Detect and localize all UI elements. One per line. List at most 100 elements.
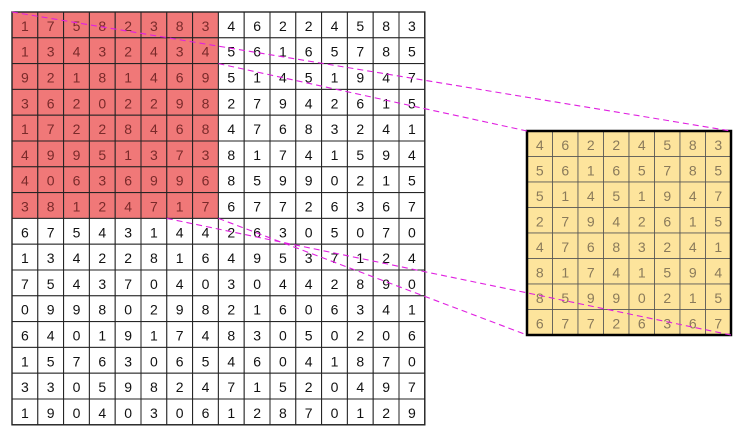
- grid-cell: 0: [63, 321, 90, 348]
- grid-cell: 6: [114, 166, 142, 194]
- pooled-cell-box: [603, 156, 630, 183]
- grid-cell-box: [114, 321, 142, 348]
- grid-cell-value: 4: [227, 353, 235, 369]
- grid-cell-value: 5: [305, 328, 313, 344]
- grid-cell: 8: [140, 243, 168, 271]
- grid-cell-value: 6: [47, 95, 55, 111]
- grid-cell: 2: [88, 243, 116, 271]
- grid-cell: 6: [269, 295, 297, 323]
- grid-cell-box: [166, 269, 194, 297]
- grid-cell: 9: [114, 321, 142, 348]
- grid-cell-box: [11, 372, 39, 400]
- grid-cell: 0: [295, 217, 323, 245]
- grid-cell-value: 2: [305, 379, 313, 395]
- grid-cell-value: 8: [176, 18, 184, 34]
- grid-cell-value: 3: [253, 328, 261, 344]
- pooled-cell: 7: [552, 309, 579, 336]
- grid-cell-value: 3: [331, 121, 339, 137]
- pooled-cell-value: 5: [612, 188, 620, 204]
- grid-cell-box: [11, 398, 39, 426]
- grid-cell: 4: [140, 63, 168, 90]
- grid-cell: 6: [243, 11, 271, 39]
- pooled-cell-value: 2: [638, 213, 646, 229]
- grid-cell-value: 1: [150, 224, 158, 240]
- grid-cell: 5: [217, 37, 245, 65]
- grid-cell-value: 5: [227, 44, 235, 60]
- pooled-cell-value: 8: [612, 239, 620, 255]
- grid-cell: 1: [217, 398, 245, 426]
- pooled-cell-value: 6: [587, 239, 595, 255]
- grid-cell: 4: [269, 63, 297, 90]
- grid-cell-value: 8: [279, 405, 287, 421]
- grid-cell-box: [269, 217, 297, 245]
- grid-cell: 2: [346, 114, 374, 142]
- grid-cell-box: [346, 192, 374, 219]
- grid-cell: 0: [398, 346, 426, 374]
- grid-cell: 9: [37, 398, 65, 426]
- grid-cell-value: 4: [176, 276, 184, 292]
- grid-cell: 1: [243, 295, 271, 323]
- grid-cell: 8: [114, 114, 142, 142]
- grid-cell-value: 7: [253, 199, 261, 215]
- grid-cell-value: 6: [253, 224, 261, 240]
- grid-cell-value: 1: [253, 147, 261, 163]
- grid-cell: 4: [398, 140, 426, 168]
- grid-cell-value: 1: [382, 95, 390, 111]
- grid-cell-value: 1: [176, 250, 184, 266]
- grid-cell-value: 4: [227, 250, 235, 266]
- pooled-cell-value: 5: [663, 264, 671, 280]
- grid-cell-value: 7: [253, 95, 261, 111]
- grid-cell-value: 1: [21, 121, 29, 137]
- grid-cell: 2: [346, 166, 374, 194]
- pooled-cell: 9: [654, 181, 681, 208]
- grid-cell-value: 7: [408, 199, 416, 215]
- grid-cell-value: 4: [124, 199, 132, 215]
- grid-cell: 1: [11, 398, 39, 426]
- grid-cell: 8: [88, 63, 116, 90]
- grid-cell: 4: [88, 217, 116, 245]
- grid-cell: 3: [140, 140, 168, 168]
- grid-cell-value: 4: [305, 147, 313, 163]
- pooled-cell-box: [552, 283, 579, 310]
- grid-cell: 3: [243, 321, 271, 348]
- pooled-cell-value: 7: [587, 264, 595, 280]
- grid-cell: 4: [269, 269, 297, 297]
- grid-cell-box: [37, 269, 65, 297]
- grid-cell: 9: [192, 63, 219, 90]
- grid-cell-value: 0: [124, 302, 132, 318]
- grid-cell: 1: [88, 321, 116, 348]
- grid-cell-box: [346, 295, 374, 323]
- pooled-cell: 7: [705, 181, 732, 208]
- grid-cell-box: [114, 372, 142, 400]
- pooled-cell: 1: [552, 258, 579, 285]
- grid-cell-box: [88, 88, 116, 116]
- grid-cell: 2: [217, 295, 245, 323]
- grid-cell-value: 4: [202, 224, 210, 240]
- grid-cell-value: 1: [356, 250, 364, 266]
- grid-cell: 2: [321, 88, 348, 116]
- grid-cell: 6: [217, 192, 245, 219]
- grid-cell-value: 3: [202, 18, 210, 34]
- grid-cell: 3: [321, 114, 348, 142]
- grid-cell-value: 4: [408, 147, 416, 163]
- grid-cell-value: 4: [202, 44, 210, 60]
- grid-cell: 3: [346, 295, 374, 323]
- grid-cell: 9: [372, 269, 400, 297]
- grid-cell: 7: [217, 372, 245, 400]
- grid-cell-box: [140, 346, 168, 374]
- grid-cell: 9: [166, 295, 194, 323]
- grid-cell: 6: [321, 295, 348, 323]
- pooled-cell: 9: [577, 207, 604, 234]
- grid-cell-value: 4: [227, 121, 235, 137]
- grid-cell-box: [114, 114, 142, 142]
- pooled-cell-value: 6: [561, 162, 569, 178]
- grid-cell-box: [192, 114, 219, 142]
- grid-cell-value: 9: [73, 147, 81, 163]
- grid-cell: 5: [88, 372, 116, 400]
- grid-cell-box: [114, 295, 142, 323]
- grid-cell: 2: [37, 63, 65, 90]
- pooled-cell-box: [526, 258, 553, 285]
- grid-cell-value: 9: [47, 302, 55, 318]
- grid-cell: 8: [140, 372, 168, 400]
- grid-cell: 4: [166, 217, 194, 245]
